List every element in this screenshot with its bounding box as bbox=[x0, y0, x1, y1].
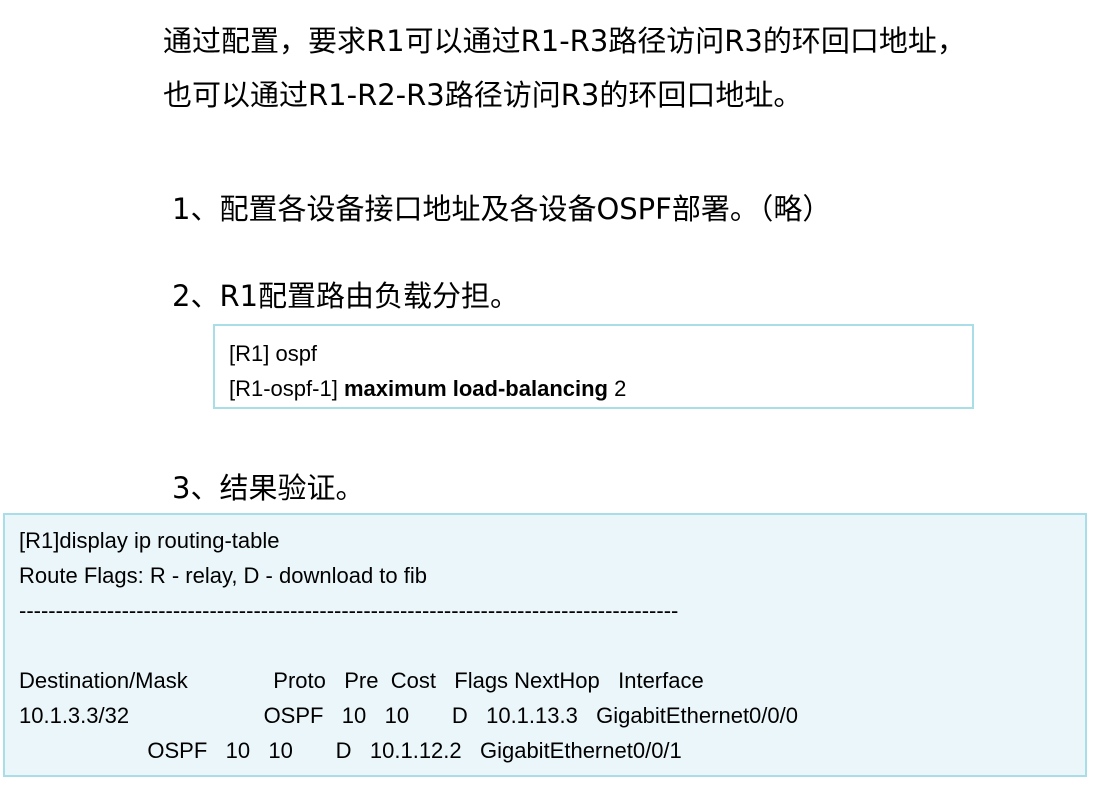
config-code-box: [R1] ospf [R1-ospf-1] maximum load-balan… bbox=[213, 324, 974, 409]
output-separator: ----------------------------------------… bbox=[19, 598, 679, 623]
routing-table-output: [R1]display ip routing-table Route Flags… bbox=[3, 513, 1087, 777]
output-row-1: 10.1.3.3/32 OSPF 10 10 D 10.1.13.3 Gigab… bbox=[19, 703, 798, 728]
step-3: 3、结果验证。 bbox=[172, 471, 365, 505]
intro-line-1: 通过配置，要求R1可以通过R1-R3路径访问R3的环回口地址， bbox=[163, 24, 966, 58]
intro-line-2: 也可以通过R1-R2-R3路径访问R3的环回口地址。 bbox=[163, 78, 803, 112]
output-table-header: Destination/Mask Proto Pre Cost Flags Ne… bbox=[19, 668, 704, 693]
output-route-flags: Route Flags: R - relay, D - download to … bbox=[19, 563, 427, 588]
config-line-2: [R1-ospf-1] maximum load-balancing 2 bbox=[229, 371, 958, 406]
config-line-2-value: 2 bbox=[608, 376, 627, 401]
output-command: [R1]display ip routing-table bbox=[19, 528, 280, 553]
config-line-2-command: maximum load-balancing bbox=[343, 376, 608, 401]
output-blank-line bbox=[19, 628, 1071, 663]
intro-text: 通过配置，要求R1可以通过R1-R3路径访问R3的环回口地址， 也可以通过R1-… bbox=[163, 14, 1083, 122]
step-1: 1、配置各设备接口地址及各设备OSPF部署。（略） bbox=[172, 192, 832, 226]
output-row-2: OSPF 10 10 D 10.1.12.2 GigabitEthernet0/… bbox=[19, 738, 682, 763]
step-2: 2、R1配置路由负载分担。 bbox=[172, 279, 520, 313]
config-line-1: [R1] ospf bbox=[229, 341, 318, 366]
config-line-2-prefix: [R1-ospf-1] bbox=[229, 376, 344, 401]
